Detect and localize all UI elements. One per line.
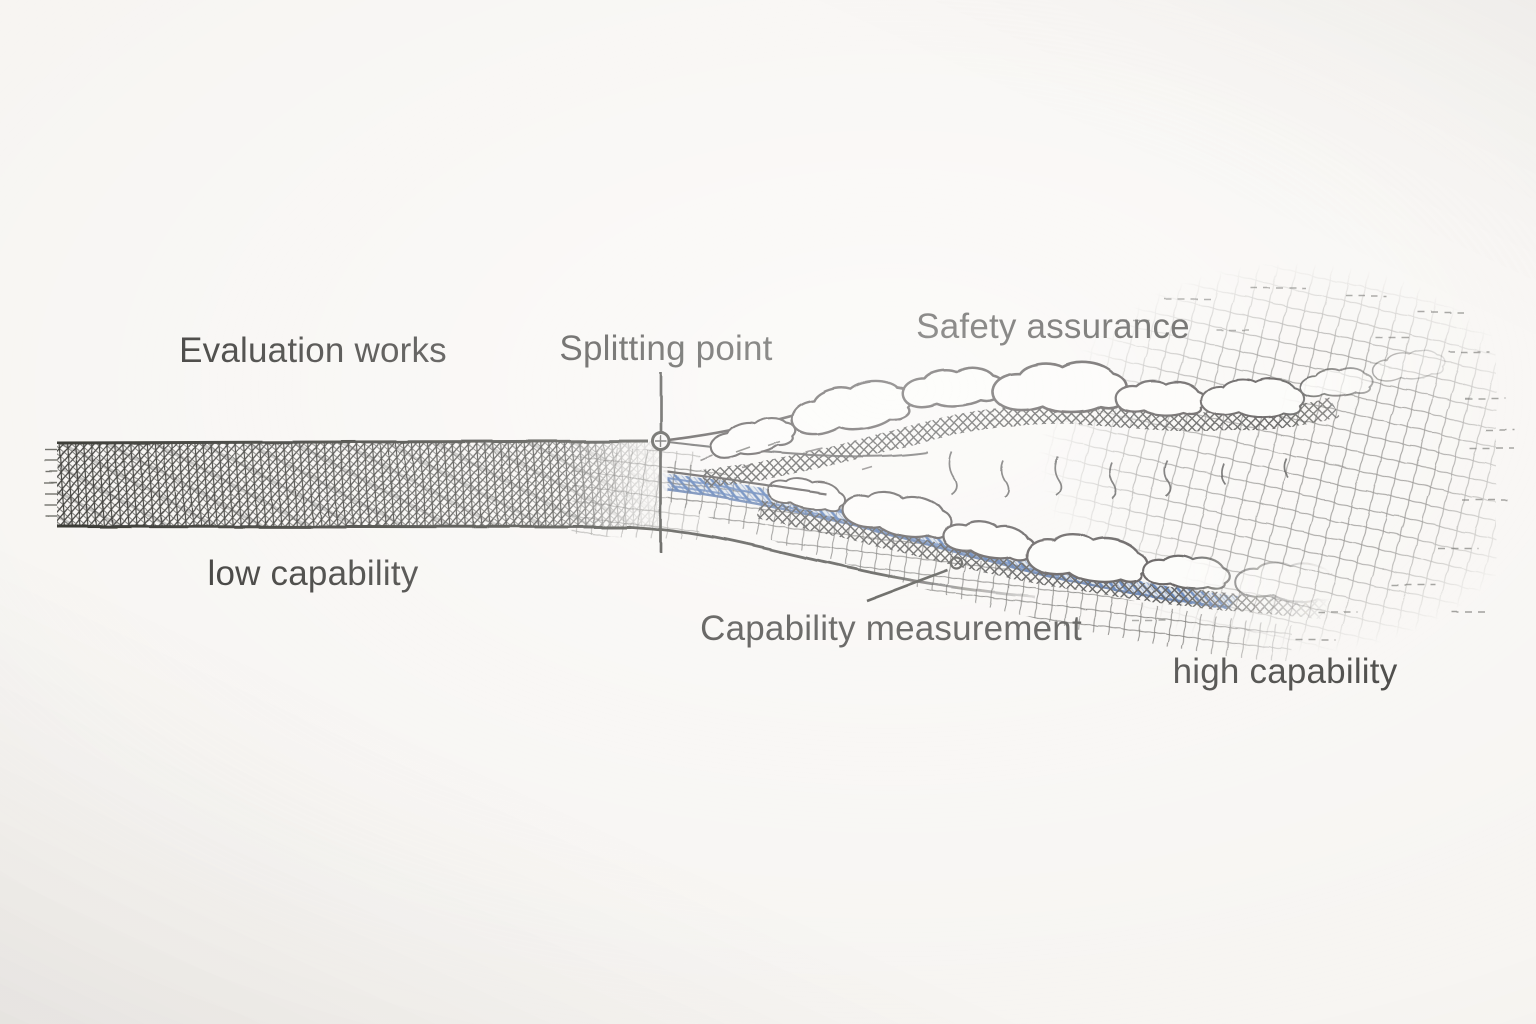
label-low-capability: low capability (207, 554, 419, 593)
leader-line (865, 556, 964, 603)
label-evaluation-works: Evaluation works (179, 331, 447, 370)
wedge-ticks (699, 441, 873, 471)
label-high-capability: high capability (1172, 652, 1398, 691)
label-capability-measurement: Capability measurement (700, 609, 1082, 648)
label-splitting-point: Splitting point (559, 329, 773, 368)
splitting-point-marker (651, 372, 671, 553)
upper-branch (660, 347, 1448, 499)
river-band (44, 437, 1036, 599)
lower-branch (640, 452, 1408, 662)
label-safety-assurance: Safety assurance (916, 307, 1190, 346)
ridge-squiggles (948, 451, 1289, 499)
